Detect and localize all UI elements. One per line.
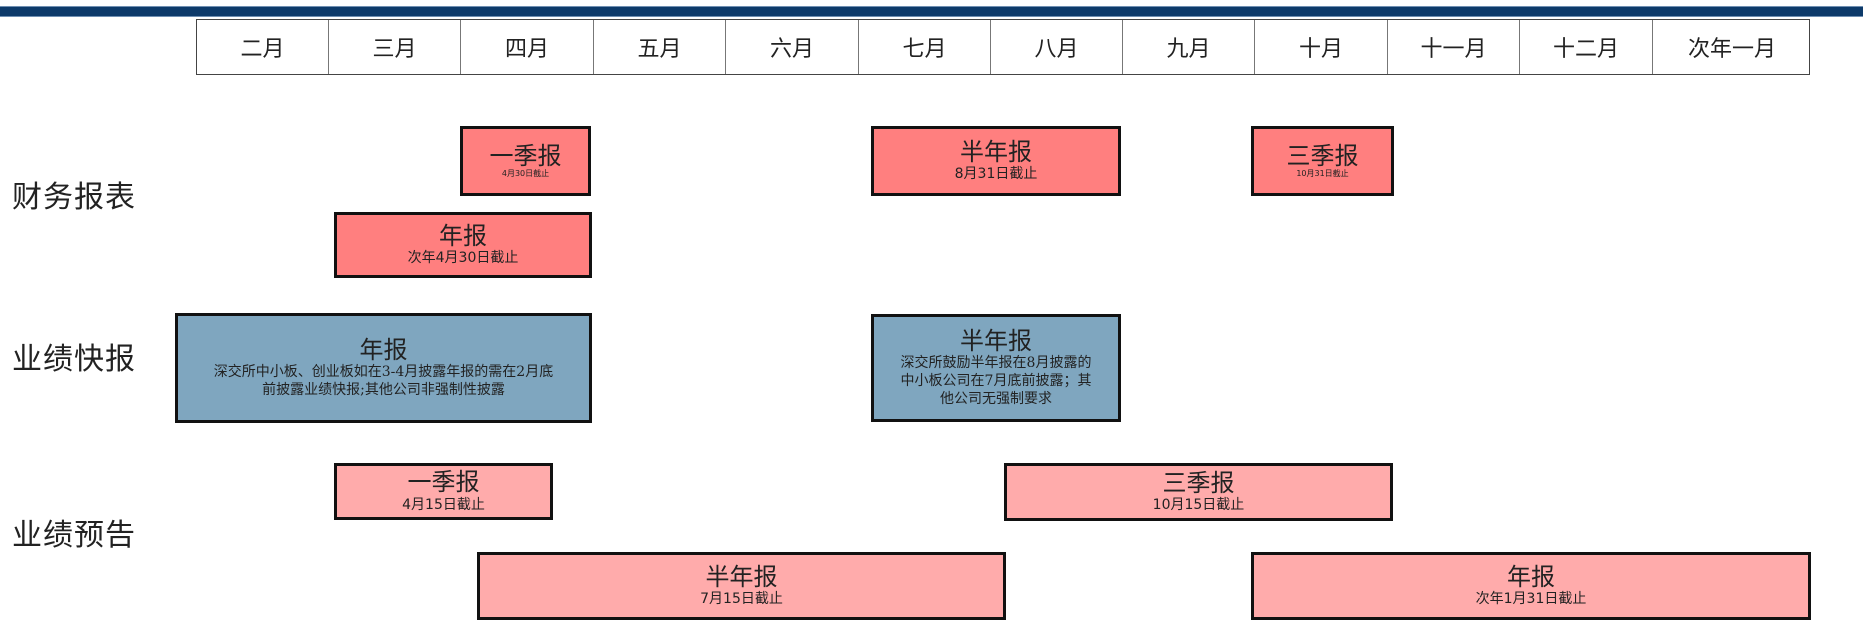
box-title: 半年报 (960, 326, 1032, 355)
financial-half-year-box: 半年报 8月31日截止 (871, 126, 1121, 196)
forecast-q1-box: 一季报 4月15日截止 (334, 463, 553, 520)
month-cell: 四月 (461, 20, 594, 74)
box-description-line: 深交所鼓励半年报在8月披露的 (900, 354, 1092, 371)
box-description-line: 中小板公司在7月底前披露；其 (900, 373, 1092, 390)
forecast-q3-box: 三季报 10月15日截止 (1004, 463, 1393, 521)
box-deadline: 4月15日截止 (402, 496, 485, 513)
financial-annual-box: 年报 次年4月30日截止 (334, 212, 592, 278)
box-title: 三季报 (1162, 468, 1235, 497)
box-title: 三季报 (1286, 141, 1359, 170)
month-cell: 六月 (726, 20, 859, 74)
box-title: 一季报 (407, 468, 480, 497)
box-deadline: 7月15日截止 (700, 591, 783, 608)
month-cell: 十二月 (1520, 20, 1653, 74)
box-deadline: 10月15日截止 (1152, 497, 1245, 514)
month-cell: 二月 (197, 20, 329, 74)
box-title: 一季报 (489, 141, 562, 170)
row-label-earnings-flash: 业绩快报 (12, 342, 136, 377)
box-title: 半年报 (960, 137, 1032, 166)
month-cell: 五月 (594, 20, 726, 74)
month-cell: 九月 (1123, 20, 1255, 74)
financial-q1-box: 一季报 4月30日截止 (460, 126, 591, 196)
box-title: 半年报 (705, 562, 778, 591)
box-title: 年报 (439, 221, 487, 250)
row-label-financial-statements: 财务报表 (12, 180, 136, 215)
forecast-annual-box: 年报 次年1月31日截止 (1251, 552, 1811, 620)
box-title: 年报 (1507, 562, 1555, 591)
month-header-row: 二月 三月 四月 五月 六月 七月 八月 九月 十月 十一月 十二月 次年一月 (196, 19, 1810, 75)
flash-annual-box: 年报 深交所中小板、创业板如在3-4月披露年报的需在2月底 前披露业绩快报;其他… (175, 313, 592, 423)
box-deadline: 次年4月30日截止 (407, 250, 519, 267)
box-deadline: 10月31日截止 (1296, 169, 1349, 178)
month-cell: 八月 (991, 20, 1123, 74)
flash-half-year-box: 半年报 深交所鼓励半年报在8月披露的 中小板公司在7月底前披露；其 他公司无强制… (871, 314, 1121, 422)
month-cell: 十一月 (1388, 20, 1520, 74)
box-deadline: 8月31日截止 (954, 166, 1038, 183)
financial-q3-box: 三季报 10月31日截止 (1251, 126, 1394, 196)
box-description-line: 他公司无强制要求 (940, 391, 1052, 408)
box-description-line: 深交所中小板、创业板如在3-4月披露年报的需在2月底 (213, 364, 554, 380)
forecast-half-year-box: 半年报 7月15日截止 (477, 552, 1006, 620)
box-deadline: 次年1月31日截止 (1475, 591, 1587, 608)
box-deadline: 4月30日截止 (501, 169, 550, 178)
box-title: 年报 (359, 335, 408, 364)
month-cell: 七月 (859, 20, 991, 74)
month-cell: 次年一月 (1687, 37, 1776, 62)
header-bar (0, 6, 1863, 17)
month-cell: 十月 (1255, 20, 1388, 74)
row-label-earnings-forecast: 业绩预告 (12, 518, 136, 553)
month-cell: 三月 (329, 20, 461, 74)
box-description-line: 前披露业绩快报;其他公司非强制性披露 (262, 382, 505, 399)
